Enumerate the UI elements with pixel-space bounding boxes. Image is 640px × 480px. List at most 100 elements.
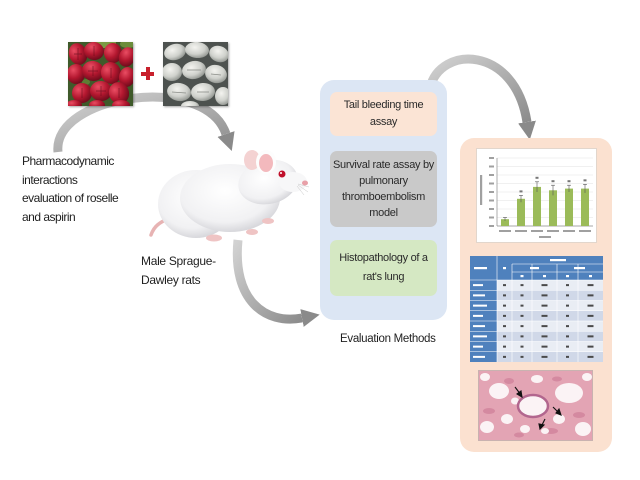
illegible-significance-mark bbox=[567, 180, 571, 183]
illegible-row-label bbox=[473, 314, 483, 317]
illegible-cell-value bbox=[541, 325, 548, 328]
bar bbox=[549, 190, 557, 226]
method-line: thromboembolism bbox=[342, 191, 425, 203]
animal-model-line: Dawley rats bbox=[141, 273, 201, 287]
bar bbox=[581, 188, 589, 226]
illegible-header-label bbox=[503, 267, 506, 270]
illegible-row-label bbox=[473, 345, 483, 348]
method-line: rat's lung bbox=[362, 271, 405, 283]
illegible-row-label bbox=[473, 304, 487, 307]
illegible-x-tick-label bbox=[547, 230, 559, 232]
method-tail-bleeding: Tail bleeding time assay bbox=[330, 92, 437, 136]
illegible-x-tick-label bbox=[515, 230, 527, 232]
illegible-cell-value bbox=[503, 294, 506, 297]
illegible-y-axis-title bbox=[480, 175, 483, 205]
method-line: model bbox=[369, 207, 398, 219]
illegible-y-tick-label bbox=[489, 216, 494, 219]
illegible-cell-value bbox=[520, 325, 524, 328]
animal-model-label: Male Sprague- Dawley rats bbox=[141, 252, 216, 290]
method-line: assay bbox=[369, 116, 398, 128]
illegible-cell-value bbox=[541, 335, 548, 338]
table-row bbox=[497, 351, 603, 362]
method-line: Survival rate assay by bbox=[333, 159, 434, 171]
bar bbox=[517, 198, 525, 226]
illegible-cell-value bbox=[541, 355, 548, 358]
illegible-y-tick-label bbox=[489, 165, 494, 168]
illegible-y-tick-label bbox=[489, 199, 494, 202]
illegible-y-tick-label bbox=[489, 182, 494, 185]
illegible-significance-mark bbox=[583, 179, 587, 182]
illegible-cell-value bbox=[566, 355, 569, 358]
plus-icon-vertical bbox=[145, 67, 150, 80]
aspirin-tablets-photo bbox=[163, 42, 228, 106]
illegible-x-tick-label bbox=[531, 230, 543, 232]
illegible-cell-value bbox=[566, 325, 569, 328]
bar-chart-canvas bbox=[480, 157, 593, 238]
table-row bbox=[497, 341, 603, 352]
illegible-row-label bbox=[473, 335, 487, 338]
table-row-label-cell bbox=[470, 310, 497, 321]
illegible-cell-value bbox=[541, 345, 548, 348]
illegible-x-axis-title bbox=[539, 236, 551, 238]
method-survival-rate: Survival rate assay by pulmonary thrombo… bbox=[330, 151, 437, 227]
illegible-header-label bbox=[566, 275, 569, 278]
illegible-cell-value bbox=[503, 355, 506, 358]
illegible-cell-value bbox=[503, 345, 506, 348]
table-row bbox=[497, 290, 603, 301]
illegible-cell-value bbox=[541, 294, 548, 297]
method-histopathology: Histopathology of a rat's lung bbox=[330, 240, 437, 296]
table-row bbox=[497, 331, 603, 342]
method-line: Tail bleeding time bbox=[343, 99, 424, 111]
plus-icon bbox=[141, 67, 154, 80]
illegible-cell-value bbox=[520, 304, 524, 307]
illegible-cell-value bbox=[587, 345, 594, 348]
illegible-cell-value bbox=[520, 314, 524, 317]
illegible-header-label bbox=[520, 275, 524, 278]
illegible-cell-value bbox=[520, 345, 524, 348]
illegible-y-tick-label bbox=[489, 157, 494, 159]
table-canvas bbox=[470, 256, 603, 362]
table-row bbox=[497, 300, 603, 311]
illegible-y-tick-label bbox=[489, 191, 494, 193]
illegible-cell-value bbox=[587, 294, 594, 297]
method-line: pulmonary bbox=[359, 175, 408, 187]
bar bbox=[533, 186, 541, 226]
illegible-cell-value bbox=[503, 335, 506, 338]
table-row bbox=[497, 321, 603, 332]
lung-histology-photo bbox=[478, 370, 593, 441]
illegible-cell-value bbox=[566, 284, 569, 287]
illegible-cell-value bbox=[520, 335, 524, 338]
roselle-calyces-photo bbox=[68, 42, 133, 106]
illegible-significance-mark bbox=[535, 176, 539, 179]
survival-rate-table bbox=[470, 256, 603, 362]
illegible-header-label bbox=[550, 259, 566, 262]
illegible-cell-value bbox=[587, 325, 594, 328]
illegible-row-label bbox=[473, 355, 485, 358]
method-line: Histopathology of a bbox=[339, 252, 428, 264]
illegible-header-label bbox=[589, 275, 592, 278]
study-description: Pharmacodynamic interactions evaluation … bbox=[22, 152, 119, 226]
illegible-x-tick-label bbox=[563, 230, 575, 232]
illegible-cell-value bbox=[566, 304, 569, 307]
illegible-cell-value bbox=[587, 284, 594, 287]
bar bbox=[565, 188, 573, 226]
illegible-cell-value bbox=[587, 335, 594, 338]
illegible-significance-mark bbox=[551, 180, 555, 183]
arrow-rat-to-evaluation bbox=[232, 239, 320, 327]
illegible-y-tick-label bbox=[489, 174, 494, 176]
illegible-row-label bbox=[473, 284, 483, 287]
illegible-cell-value bbox=[541, 314, 548, 317]
animal-model-line: Male Sprague- bbox=[141, 254, 216, 268]
illegible-cell-value bbox=[566, 314, 569, 317]
table-row bbox=[497, 310, 603, 321]
illegible-cell-value bbox=[587, 355, 594, 358]
illegible-cell-value bbox=[587, 314, 594, 317]
arrow-evaluation-to-results bbox=[425, 54, 536, 140]
illegible-cell-value bbox=[503, 325, 506, 328]
bleeding-time-bar-chart bbox=[476, 148, 597, 243]
illegible-row-label bbox=[473, 294, 485, 297]
table-row-label-cell bbox=[470, 280, 497, 291]
illegible-cell-value bbox=[520, 294, 524, 297]
study-description-line: and aspirin bbox=[22, 209, 76, 224]
